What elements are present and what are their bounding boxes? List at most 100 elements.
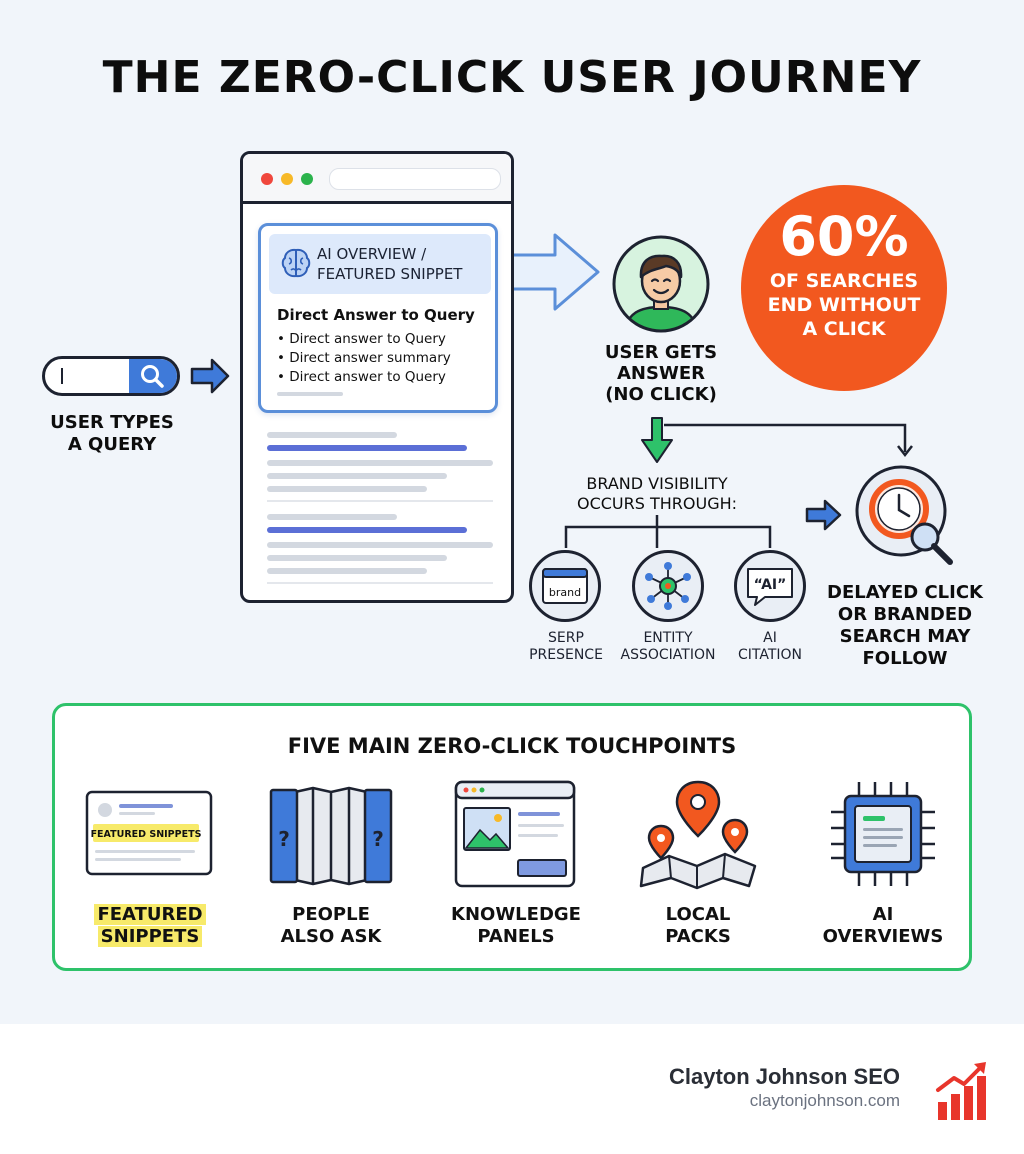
result-link (267, 445, 467, 451)
delayed-line1: DELAYED CLICK (827, 582, 983, 603)
result-line (267, 568, 427, 574)
knowledge-panel-icon (454, 780, 576, 888)
answer-header-line2: FEATURED SNIPPET (317, 265, 463, 283)
bar-chart-logo-icon (936, 1062, 986, 1120)
user-gets-line3: (NO CLICK) (605, 384, 717, 405)
ai-quote-text: “AI” (754, 577, 787, 593)
user-gets-line1: USER GETS (604, 342, 718, 363)
user-types-label: USER TYPES A QUERY (30, 412, 194, 456)
touchpoint-ai-overviews: AI OVERVIEWS (805, 904, 961, 948)
answer-list: Direct answer to Query Direct answer sum… (277, 330, 451, 387)
result-line (267, 460, 493, 466)
ai-citation-circle: “AI” (734, 550, 806, 622)
green-down-arrow-icon (641, 417, 673, 463)
arrow-right-icon (190, 358, 230, 394)
entity-association-label: ENTITY ASSOCIATION (608, 630, 728, 664)
arrow-right-icon (805, 499, 842, 531)
result-line (267, 432, 397, 438)
delayed-line4: FOLLOW (862, 648, 948, 669)
brand-visibility-line1: BRAND VISIBILITY (586, 474, 728, 493)
connector-arrowhead (897, 445, 913, 458)
answer-item: Direct answer to Query (277, 330, 451, 349)
answer-header-line1: AI OVERVIEW / (317, 245, 427, 263)
divider (267, 582, 493, 584)
page-title: THE ZERO-CLICK USER JOURNEY (102, 52, 922, 103)
delayed-line3: SEARCH MAY (839, 626, 971, 647)
stat-caption: OF SEARCHES END WITHOUT A CLICK (741, 269, 947, 341)
minimize-dot-icon (281, 173, 293, 185)
delayed-click-icon (855, 465, 953, 565)
divider (267, 500, 493, 502)
serp-presence-circle: brand (529, 550, 601, 622)
serp-line1: SERP (548, 630, 584, 646)
map-pins-icon (639, 780, 757, 890)
touchpoints-title: FIVE MAIN ZERO-CLICK TOUCHPOINTS (287, 734, 737, 758)
touchpoint-people-also-ask: PEOPLE ALSO ASK (255, 904, 407, 948)
network-icon (645, 562, 691, 610)
knowledge-line2: PANELS (477, 926, 555, 947)
user-avatar-icon (612, 235, 710, 333)
user-gets-label: USER GETS ANSWER (NO CLICK) (578, 342, 744, 405)
svg-text:?: ? (278, 827, 290, 851)
footer-url[interactable]: claytonjohnson.com (749, 1091, 900, 1110)
stat-line2: END WITHOUT (767, 294, 921, 316)
ai-citation-line2: CITATION (737, 647, 803, 663)
search-icon (141, 365, 164, 388)
connector-arrows (190, 233, 913, 548)
stat-line3: A CLICK (802, 318, 886, 340)
result-line (267, 514, 397, 520)
infographic-canvas: THE ZERO-CLICK USER JOURNEY USER TYPES A… (0, 0, 1024, 1024)
search-button[interactable] (129, 359, 177, 393)
featured-badge-text: FEATURED SNIPPETS (91, 829, 202, 840)
entity-association-circle (632, 550, 704, 622)
search-input[interactable] (42, 356, 180, 396)
ai-overview-box: AI OVERVIEW / FEATURED SNIPPET Direct An… (258, 223, 498, 413)
touchpoint-featured-snippets: FEATURED SNIPPETS (75, 904, 225, 948)
knowledge-line1: KNOWLEDGE (451, 904, 581, 925)
ai-overview-header: AI OVERVIEW / FEATURED SNIPPET (269, 234, 491, 294)
paa-line1: PEOPLE (292, 904, 370, 925)
featured-line1: FEATURED (94, 904, 206, 925)
ai-overview-title: AI OVERVIEW / FEATURED SNIPPET (317, 244, 462, 284)
connector-line (664, 423, 907, 452)
svg-text:?: ? (372, 827, 384, 851)
brain-icon (281, 248, 311, 278)
accordion-question-icon: ? ? (269, 786, 393, 886)
local-line2: PACKS (665, 926, 731, 947)
ai-chip-icon (831, 782, 935, 886)
touchpoint-local-packs: LOCAL PACKS (623, 904, 773, 948)
browser-toolbar (243, 154, 511, 204)
touchpoints-panel: FIVE MAIN ZERO-CLICK TOUCHPOINTS FEATURE… (52, 703, 972, 971)
brand-visibility-line2: OCCURS THROUGH: (576, 494, 738, 513)
result-line (267, 542, 493, 548)
maximize-dot-icon (301, 173, 313, 185)
answer-item: Direct answer to Query (277, 368, 451, 387)
serp-presence-label: SERP PRESENCE (516, 630, 616, 664)
text-caret (61, 368, 63, 384)
address-bar (329, 168, 501, 190)
touchpoint-knowledge-panels: KNOWLEDGE PANELS (436, 904, 596, 948)
delayed-click-label: DELAYED CLICK OR BRANDED SEARCH MAY FOLL… (820, 582, 990, 670)
tree-lines (564, 515, 772, 548)
result-line (267, 473, 447, 479)
ai-overviews-line2: OVERVIEWS (822, 926, 944, 947)
answer-line (277, 392, 343, 396)
answer-item: Direct answer summary (277, 349, 450, 368)
entity-line2: ASSOCIATION (620, 647, 716, 663)
ai-citation-label: AI CITATION (720, 630, 820, 664)
user-gets-line2: ANSWER (617, 363, 705, 384)
answer-title: Direct Answer to Query (277, 306, 475, 324)
user-types-line1: USER TYPES (50, 412, 174, 433)
brand-icon-text: brand (549, 586, 581, 599)
delayed-line2: OR BRANDED (837, 604, 973, 625)
featured-snippet-icon: FEATURED SNIPPETS (85, 790, 213, 876)
close-dot-icon (261, 173, 273, 185)
entity-line1: ENTITY (643, 630, 693, 646)
result-link (267, 527, 467, 533)
ai-overviews-line1: AI (872, 904, 894, 925)
footer-brand-name: Clayton Johnson SEO (668, 1064, 900, 1089)
result-line (267, 486, 427, 492)
brand-visibility-label: BRAND VISIBILITY OCCURS THROUGH: (548, 474, 766, 514)
stat-value: 60% (779, 205, 909, 268)
paa-line2: ALSO ASK (280, 926, 382, 947)
